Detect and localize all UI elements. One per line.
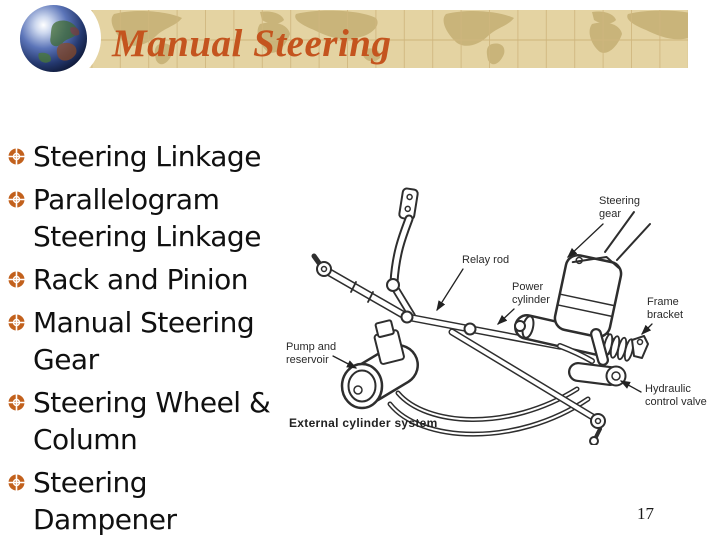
- label-arrows: [332, 223, 653, 393]
- bullet-item-text: Steering Wheel & Column: [33, 386, 271, 456]
- world-map-pattern: [64, 10, 713, 68]
- bullet-item-text: Steering Dampener: [33, 466, 177, 536]
- list-item: Rack and Pinion: [8, 261, 320, 298]
- list-item: Steering Linkage: [8, 138, 320, 175]
- bullet-item-text: Manual Steering Gear: [33, 306, 255, 376]
- slide-title: Manual Steering: [112, 22, 392, 65]
- list-item: Steering Wheel & Column: [8, 384, 320, 458]
- left-tie-rod-art: [311, 253, 411, 321]
- globe-icon: [19, 4, 88, 73]
- label-relay-rod: Relay rod: [462, 254, 510, 266]
- hydraulic-hoses-art: [387, 386, 591, 437]
- bullet-item-text: Steering Linkage: [33, 140, 261, 173]
- list-item: Manual Steering Gear: [8, 304, 320, 378]
- diagram-caption: External cylinder system: [289, 416, 438, 430]
- list-item: Steering Dampener: [8, 464, 320, 538]
- frame-bracket-art: [631, 335, 649, 359]
- page-number: 17: [637, 504, 654, 523]
- bullet-item-text: Parallelogram Steering Linkage: [33, 183, 261, 253]
- list-item: Parallelogram Steering Linkage: [8, 181, 320, 255]
- steering-diagram: [311, 187, 653, 445]
- bullet-list: Steering Linkage Parallelogram Steering …: [8, 138, 320, 540]
- label-frame-bracket: Frame bracket: [647, 296, 684, 321]
- bullet-target-icon: [8, 271, 25, 288]
- idler-arm-art: [386, 187, 419, 320]
- bullet-target-icon: [8, 474, 25, 491]
- right-tie-rod-art: [448, 328, 606, 445]
- label-steering-gear: Steering gear: [599, 195, 640, 220]
- steering-gear-art: [553, 211, 651, 366]
- control-valve-art: [557, 343, 627, 387]
- label-power-cylinder: Power cylinder: [512, 281, 550, 306]
- bullet-target-icon: [8, 148, 25, 165]
- bullet-target-icon: [8, 314, 25, 331]
- bullet-target-icon: [8, 191, 25, 208]
- label-pump-reservoir: Pump and reservoir: [286, 341, 337, 366]
- pump-reservoir-art: [340, 319, 419, 410]
- bullet-target-icon: [8, 394, 25, 411]
- slide-header-banner: [64, 10, 713, 68]
- label-hydraulic-control-valve: Hydraulic control valve: [645, 383, 707, 408]
- bullet-item-text: Rack and Pinion: [33, 263, 249, 296]
